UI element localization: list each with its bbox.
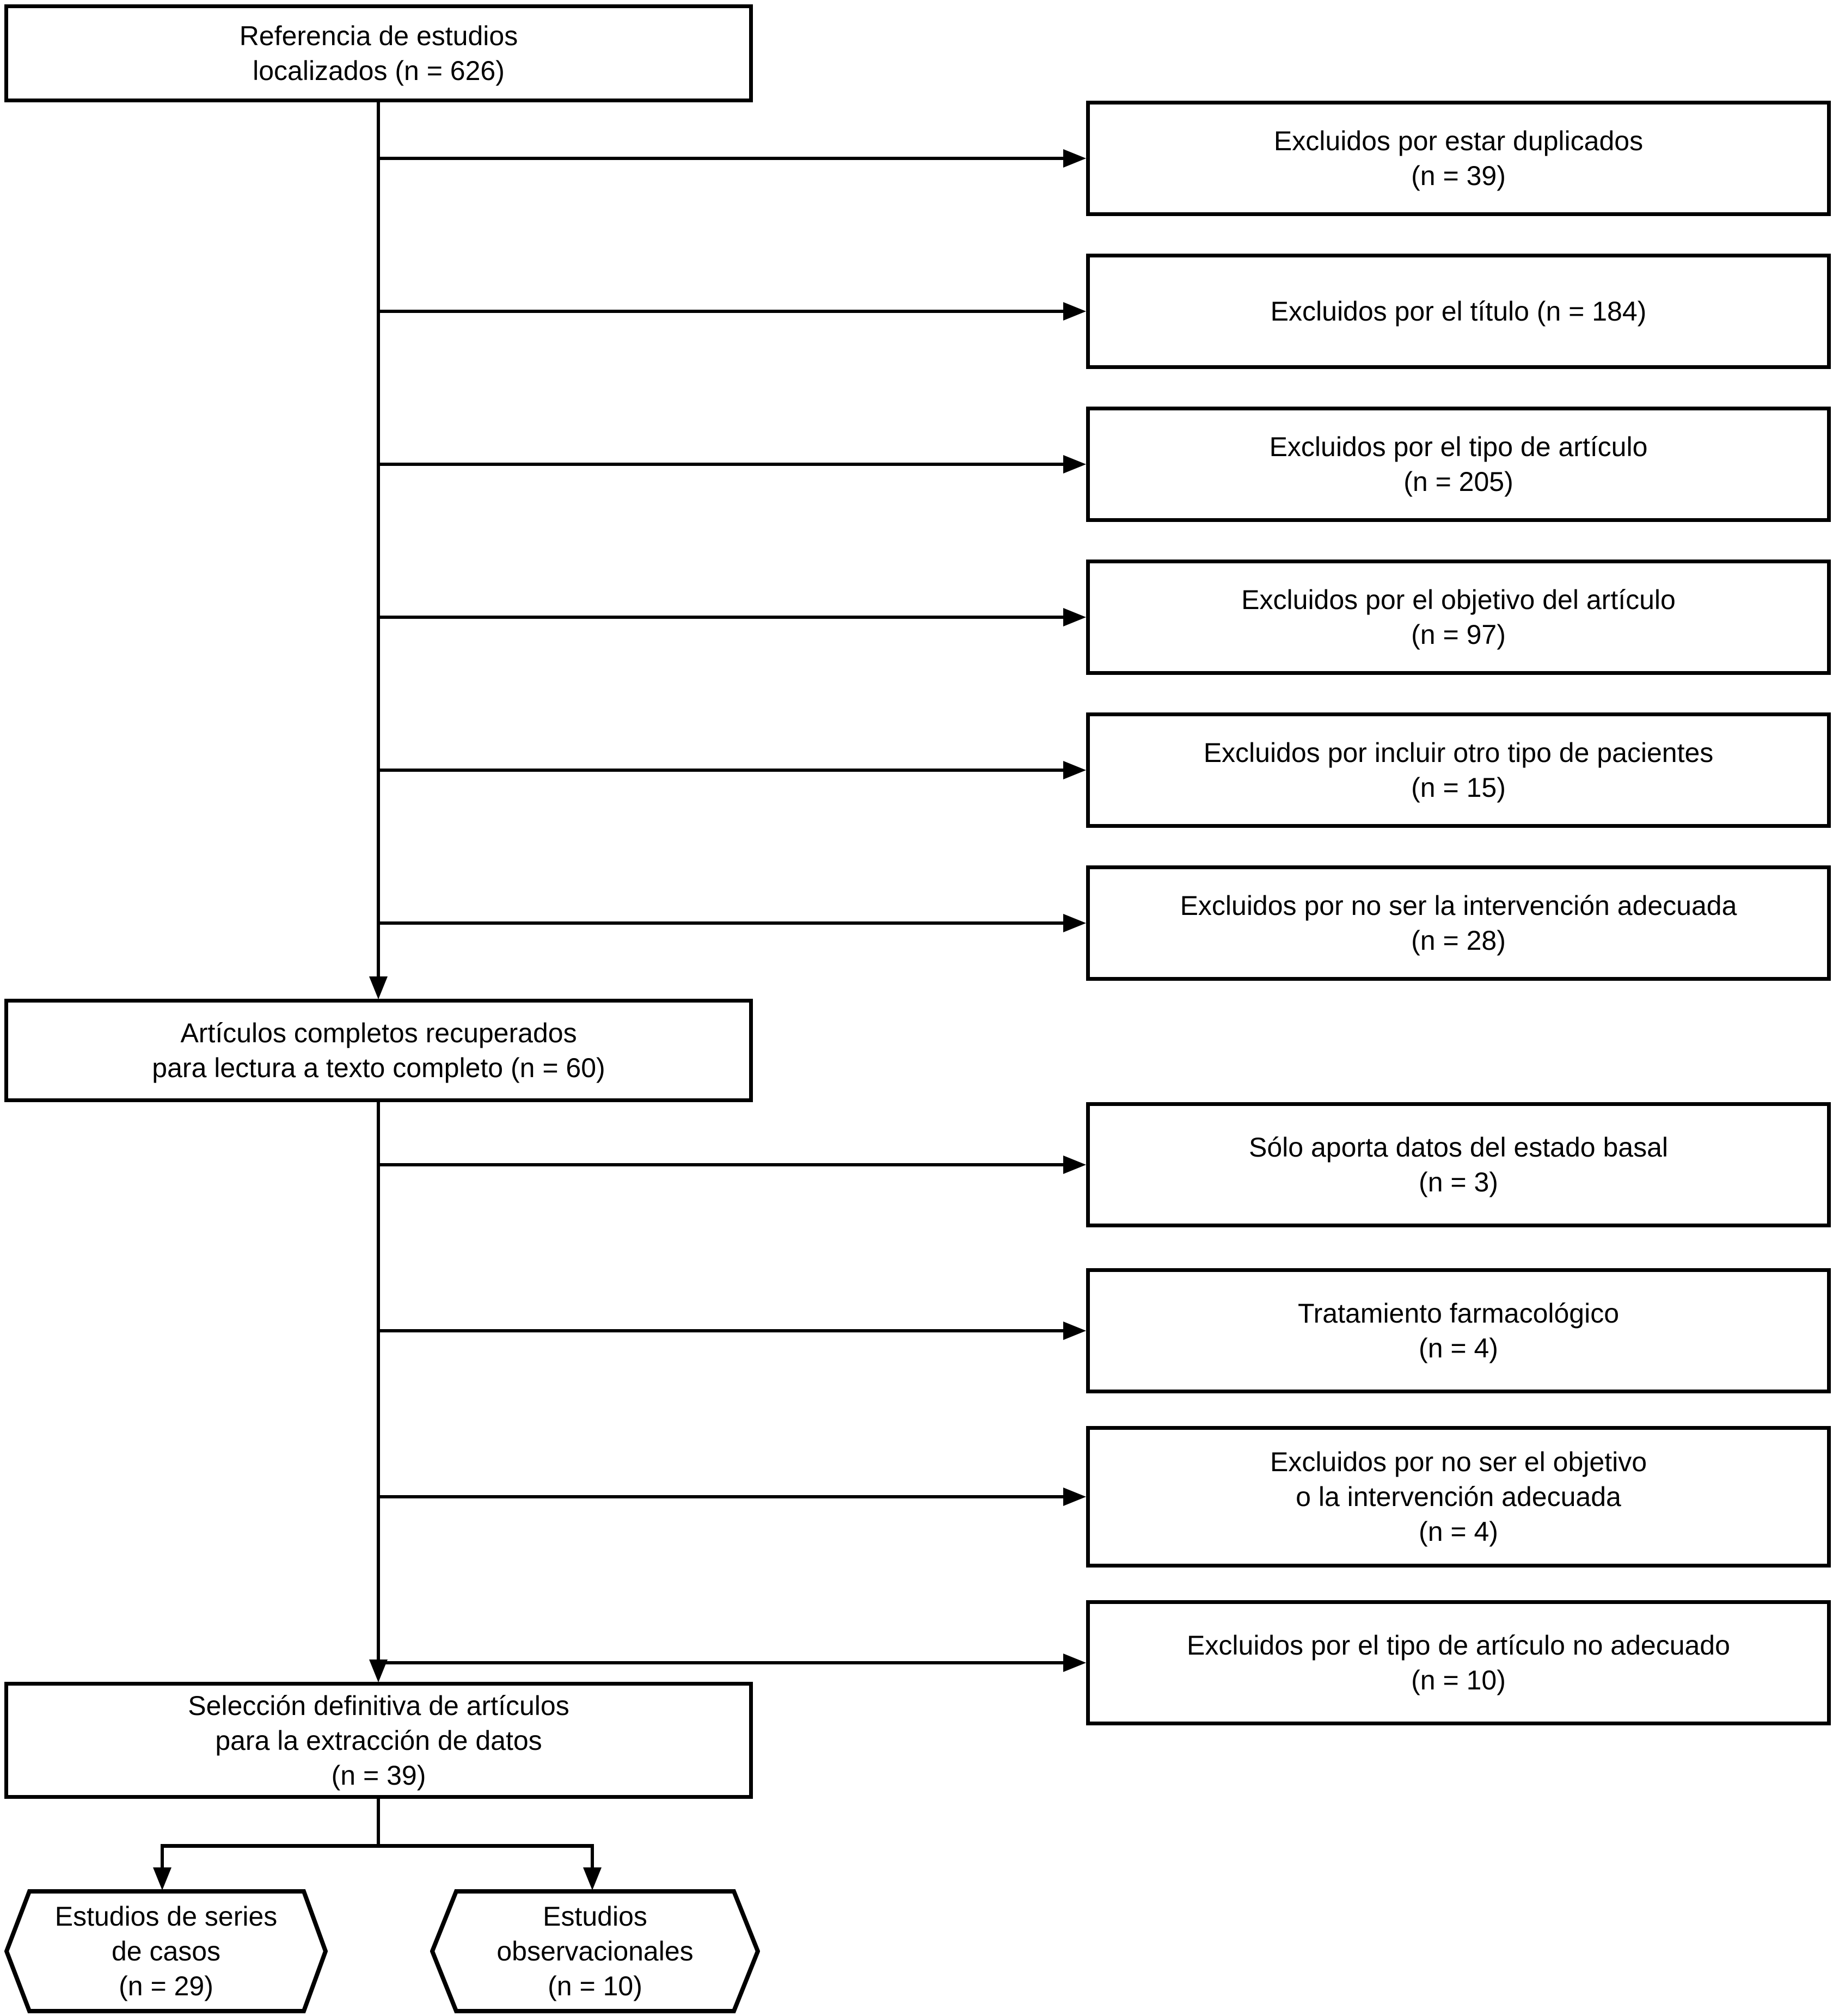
flow-box-references-located: Referencia de estudios localizados (n = …: [4, 4, 753, 102]
hexagon-shape: [430, 1889, 760, 2013]
branch-line-pharmacological-treatment: [378, 1329, 1064, 1332]
branch-line-excluded-wrong-intervention: [378, 921, 1064, 925]
box-text-line: Excluidos por el objetivo del artículo: [1241, 585, 1676, 615]
hexagon-shape: [4, 1889, 328, 2013]
connector-main-vertical-2: [377, 1102, 380, 1661]
box-text-line: Sólo aporta datos del estado basal: [1249, 1132, 1668, 1163]
box-text-line: Excluidos por no ser el objetivo: [1270, 1447, 1647, 1477]
arrowhead-right-icon: [1063, 608, 1086, 626]
arrowhead-right-icon: [1063, 149, 1086, 168]
flow-box-excluded-other-patients: Excluidos por incluir otro tipo de pacie…: [1086, 712, 1831, 828]
connector-split-bar: [161, 1844, 594, 1848]
box-text-line: (n = 205): [1403, 466, 1513, 497]
connector-main-vertical-1: [377, 102, 380, 978]
box-text-line: para lectura a texto completo (n = 60): [152, 1053, 605, 1083]
branch-line-excluded-inadequate-article-type: [378, 1661, 1064, 1664]
arrowhead-down-icon: [153, 1867, 171, 1890]
box-text-line: (n = 39): [1411, 161, 1506, 191]
box-text-line: Tratamiento farmacológico: [1297, 1298, 1620, 1329]
box-text-line: Estudios de series: [54, 1901, 278, 1932]
flow-box-baseline-data-only: Sólo aporta datos del estado basal (n = …: [1086, 1102, 1831, 1227]
hexagon-text: Estudios de series de casos (n = 29): [4, 1889, 328, 2014]
hexagon-text: Estudios observacionales (n = 10): [430, 1889, 760, 2014]
box-text-line: o la intervención adecuada: [1296, 1482, 1621, 1512]
arrowhead-right-icon: [1063, 302, 1086, 321]
box-text-line: Referencia de estudios: [239, 21, 518, 51]
arrowhead-right-icon: [1063, 1322, 1086, 1340]
flow-box-pharmacological-treatment: Tratamiento farmacológico (n = 4): [1086, 1268, 1831, 1393]
branch-line-excluded-article-type: [378, 463, 1064, 466]
box-text-line: Artículos completos recuperados: [180, 1018, 577, 1048]
flow-box-excluded-objective-or-intervention: Excluidos por no ser el objetivo o la in…: [1086, 1426, 1831, 1568]
box-text-line: Estudios: [543, 1901, 647, 1932]
connector-split-right-drop: [591, 1844, 594, 1869]
box-text-line: (n = 10): [1411, 1665, 1506, 1695]
arrowhead-down-icon: [583, 1867, 602, 1890]
arrowhead-right-icon: [1063, 1155, 1086, 1174]
flow-box-excluded-inadequate-article-type: Excluidos por el tipo de artículo no ade…: [1086, 1600, 1831, 1725]
branch-line-excluded-objective-or-intervention: [378, 1495, 1064, 1498]
box-text-line: Excluidos por incluir otro tipo de pacie…: [1203, 737, 1714, 768]
box-text-line: (n = 10): [548, 1971, 642, 2001]
box-text-line: observacionales: [496, 1936, 694, 1966]
box-text-line: Excluidos por no ser la intervención ade…: [1180, 890, 1737, 921]
connector-split-left-drop: [161, 1844, 164, 1869]
flow-box-excluded-article-objective: Excluidos por el objetivo del artículo (…: [1086, 560, 1831, 675]
box-text-line: (n = 39): [331, 1760, 426, 1791]
flow-box-excluded-duplicates: Excluidos por estar duplicados (n = 39): [1086, 101, 1831, 216]
branch-line-excluded-article-objective: [378, 616, 1064, 619]
arrowhead-right-icon: [1063, 1654, 1086, 1672]
box-text-line: Excluidos por estar duplicados: [1273, 126, 1644, 156]
flow-box-excluded-article-type: Excluidos por el tipo de artículo (n = 2…: [1086, 407, 1831, 522]
box-text-line: (n = 4): [1419, 1516, 1498, 1547]
arrowhead-right-icon: [1063, 455, 1086, 474]
box-text-line: (n = 3): [1419, 1167, 1498, 1197]
outcome-hexagon-case-series: Estudios de series de casos (n = 29): [4, 1889, 328, 2014]
branch-line-excluded-title: [378, 310, 1064, 313]
arrowhead-right-icon: [1063, 1488, 1086, 1506]
branch-line-baseline-data-only: [378, 1163, 1064, 1166]
flow-box-final-selection: Selección definitiva de artículos para l…: [4, 1682, 753, 1799]
arrowhead-down-icon: [369, 976, 388, 999]
flow-box-excluded-wrong-intervention: Excluidos por no ser la intervención ade…: [1086, 865, 1831, 981]
box-text-line: Excluidos por el tipo de artículo: [1269, 432, 1648, 462]
box-text-line: (n = 4): [1419, 1333, 1498, 1363]
box-text-line: (n = 97): [1411, 619, 1506, 650]
connector-split-stem: [377, 1799, 380, 1847]
box-text-line: para la extracción de datos: [215, 1725, 542, 1756]
arrowhead-right-icon: [1063, 761, 1086, 779]
flow-box-excluded-title: Excluidos por el título (n = 184): [1086, 254, 1831, 369]
box-text-line: Excluidos por el tipo de artículo no ade…: [1187, 1630, 1730, 1661]
box-text-line: localizados (n = 626): [253, 56, 505, 86]
box-text-line: (n = 29): [119, 1971, 213, 2001]
outcome-hexagon-observational-studies: Estudios observacionales (n = 10): [430, 1889, 760, 2014]
branch-line-excluded-other-patients: [378, 769, 1064, 772]
branch-line-excluded-duplicates: [378, 157, 1064, 160]
flow-box-fulltext-retrieved: Artículos completos recuperados para lec…: [4, 999, 753, 1102]
box-text-line: de casos: [111, 1936, 221, 1966]
box-text-line: (n = 28): [1411, 925, 1506, 956]
arrowhead-right-icon: [1063, 914, 1086, 932]
box-text-line: Excluidos por el título (n = 184): [1270, 296, 1647, 327]
box-text-line: (n = 15): [1411, 772, 1506, 803]
box-text-line: Selección definitiva de artículos: [188, 1690, 569, 1721]
